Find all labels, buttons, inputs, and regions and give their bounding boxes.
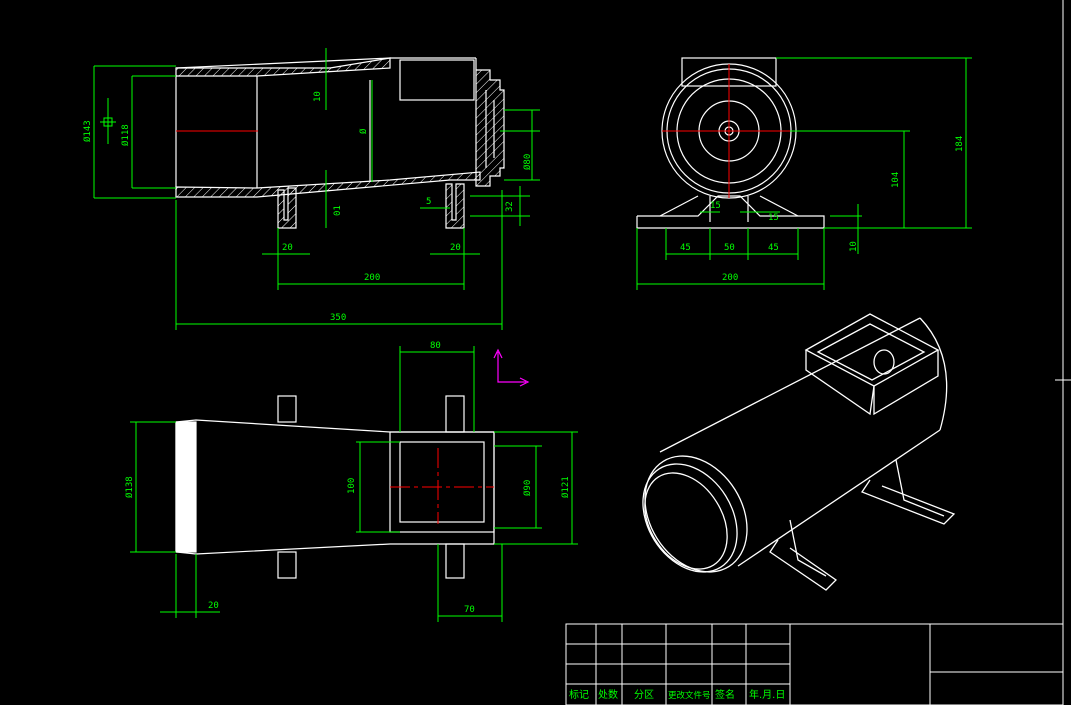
dim-104: 104	[891, 172, 901, 188]
side-dimensions	[636, 57, 972, 290]
dim-phi-inner: Ø	[358, 128, 369, 134]
dim-32: 32	[505, 201, 515, 212]
title-block-zone: 分区	[634, 689, 654, 701]
front-section-view	[175, 57, 505, 229]
dim-70: 70	[464, 605, 475, 615]
dim-phi143: Ø143	[82, 120, 93, 142]
dim-45a: 45	[680, 243, 691, 253]
top-view	[175, 395, 495, 579]
dim-184: 184	[955, 136, 965, 152]
dim-50: 50	[724, 243, 735, 253]
title-block-signature: 签名	[715, 688, 735, 701]
dim-15a: 15	[710, 201, 721, 211]
isometric-view	[642, 313, 956, 591]
dim-350: 350	[330, 313, 346, 323]
dim-15b: 15	[768, 213, 779, 223]
top-dimensions	[130, 346, 578, 622]
dim-01: 01	[333, 205, 343, 216]
dim-phi118: Ø118	[120, 124, 131, 146]
title-block-change-doc: 更改文件号	[668, 690, 711, 701]
top-centerlines	[390, 448, 494, 524]
dim-138: Ø138	[124, 476, 135, 498]
dim-45b: 45	[768, 243, 779, 253]
side-view	[636, 57, 825, 229]
front-dimensions	[93, 48, 540, 330]
dim-20-top: 20	[208, 601, 219, 611]
title-block-mark: 标记	[569, 689, 589, 701]
side-centerlines	[662, 64, 796, 198]
title-block-date: 年.月.日	[749, 688, 785, 701]
ucs-icon	[493, 348, 530, 387]
title-block	[565, 623, 1064, 705]
dim-121: Ø121	[560, 476, 571, 498]
dim-200-side: 200	[722, 273, 738, 283]
dim-200-front: 200	[364, 273, 380, 283]
dim-5: 5	[426, 197, 431, 207]
dim-90: Ø90	[522, 480, 533, 496]
dim-100: 100	[347, 478, 357, 494]
dim-20-right: 20	[450, 243, 461, 253]
dim-20-left: 20	[282, 243, 293, 253]
dim-phi80: Ø80	[522, 154, 533, 170]
dim-80: 80	[430, 341, 441, 351]
dim-10-top: 10	[313, 91, 323, 102]
dim-10-side: 10	[849, 241, 859, 252]
title-block-count: 处数	[598, 688, 618, 701]
